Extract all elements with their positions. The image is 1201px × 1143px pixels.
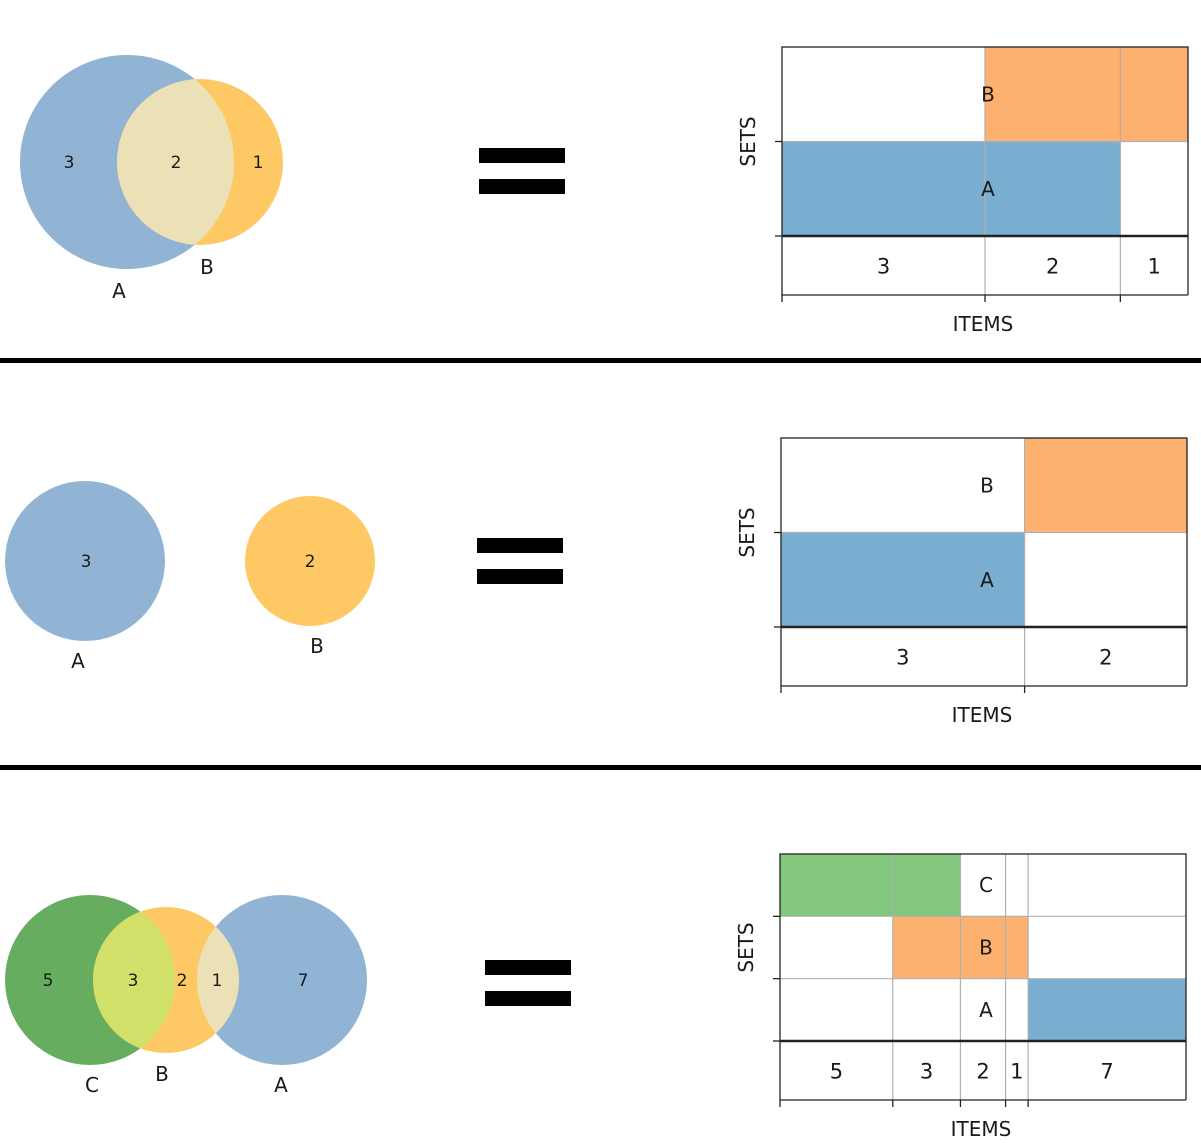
venn-diagram-1: 3 2 1 A B — [20, 55, 283, 303]
venn-set-label: A — [112, 279, 126, 303]
venn-region-count: 2 — [177, 971, 188, 991]
membership-cell-c — [780, 854, 893, 917]
equals-sign — [485, 960, 571, 1006]
membership-cell-a — [781, 532, 1025, 627]
membership-cell-b — [960, 916, 1006, 979]
x-axis-label: ITEMS — [953, 312, 1014, 336]
venn-region-count: 2 — [171, 153, 182, 173]
membership-cell-a — [985, 141, 1121, 236]
membership-cell-b — [1120, 47, 1188, 142]
venn-diagram-2: 3 2 A B — [5, 481, 375, 673]
venn-region-count: 3 — [128, 971, 139, 991]
item-count-label: 2 — [1046, 255, 1059, 279]
item-count-label: 3 — [920, 1060, 933, 1084]
venn-set-label: B — [200, 255, 214, 279]
membership-cell-a — [782, 141, 985, 236]
venn-set-a-circle — [5, 481, 165, 641]
membership-cell-b — [892, 916, 961, 979]
venn-region-count: 7 — [298, 971, 309, 991]
set-row-label: C — [979, 873, 993, 897]
membership-cell-a — [1028, 978, 1186, 1041]
item-count-label: 1 — [1147, 255, 1160, 279]
venn-ab-overlap — [117, 79, 234, 245]
item-count-label: 5 — [830, 1060, 843, 1084]
equals-sign — [477, 538, 563, 584]
section-divider — [0, 358, 1201, 363]
set-row-label: A — [981, 177, 995, 201]
venn-region-count: 1 — [253, 153, 264, 173]
venn-set-a-circle — [197, 895, 367, 1065]
venn-region-count: 1 — [212, 971, 223, 991]
item-count-label: 1 — [1010, 1060, 1023, 1084]
set-row-label: B — [979, 936, 993, 960]
y-axis-label: SETS — [736, 116, 760, 166]
venn-set-label: B — [310, 634, 324, 658]
set-row-label: B — [981, 82, 995, 106]
venn-set-b-circle — [245, 496, 375, 626]
venn-region-count: 3 — [64, 153, 75, 173]
venn-bc-overlap — [93, 907, 175, 1053]
venn-set-label: A — [274, 1073, 288, 1097]
membership-cell-b — [1005, 916, 1029, 979]
membership-cell-b — [985, 47, 1121, 142]
item-count-label: 7 — [1100, 1060, 1113, 1084]
set-row-label: A — [979, 998, 993, 1022]
venn-set-label: C — [85, 1073, 99, 1097]
set-row-label: A — [980, 568, 994, 592]
venn-region-count: 2 — [305, 552, 316, 572]
venn-diagram-3: 5 3 2 1 7 C B A — [5, 895, 367, 1097]
x-axis-label: ITEMS — [952, 703, 1013, 727]
equals-sign — [479, 148, 565, 194]
membership-cell-b — [1024, 438, 1187, 533]
item-count-label: 3 — [877, 255, 890, 279]
item-count-label: 2 — [976, 1060, 989, 1084]
venn-set-label: B — [155, 1062, 169, 1086]
item-count-label: 2 — [1099, 646, 1112, 670]
item-count-label: 3 — [896, 646, 909, 670]
y-axis-label: SETS — [735, 507, 759, 557]
x-axis-label: ITEMS — [951, 1117, 1012, 1141]
venn-region-count: 5 — [43, 971, 54, 991]
section-divider — [0, 765, 1201, 770]
set-row-label: B — [980, 473, 994, 497]
y-axis-label: SETS — [734, 922, 758, 972]
membership-cell-c — [892, 854, 961, 917]
venn-set-label: A — [71, 649, 85, 673]
venn-region-count: 3 — [81, 552, 92, 572]
